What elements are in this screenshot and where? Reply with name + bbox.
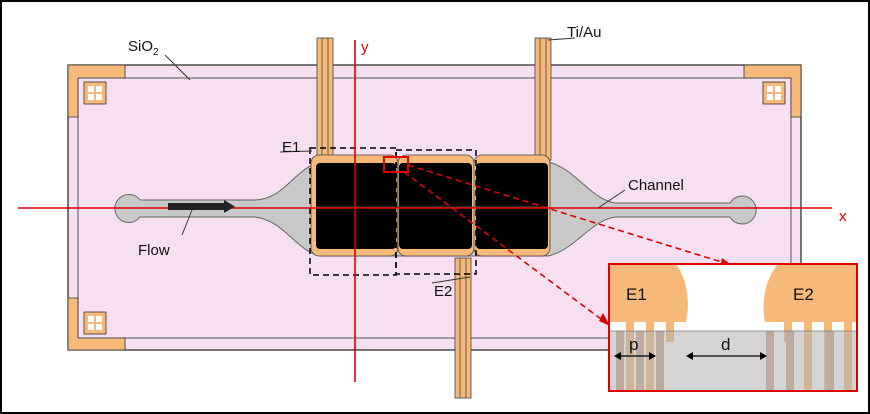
flow-arrow (168, 200, 235, 213)
e2-lead (454, 257, 472, 399)
e2-dashed-box (395, 149, 477, 275)
inset-e2-pad (763, 264, 857, 322)
alignment-mark-top-right (743, 64, 802, 118)
zoom-line-upper (407, 164, 729, 265)
inset-e1-pad (609, 264, 688, 322)
inset-p-label: p (629, 335, 638, 354)
e1-dashed-box (309, 147, 397, 276)
inset-e2-label: E2 (793, 285, 814, 304)
e2-label: E2 (434, 283, 452, 300)
zoom-line-lower (403, 171, 606, 323)
electrode-black-left (316, 163, 396, 249)
x-axis-label: x (839, 208, 847, 225)
inset-e1-label: E1 (626, 285, 647, 304)
sio2-label: SiO2 (128, 38, 159, 58)
inset-d-label: d (721, 335, 730, 354)
electrode-black-middle (399, 163, 472, 249)
zoom-inset: E1 E2 p d (608, 263, 858, 392)
alignment-mark-bottom-left (67, 297, 126, 351)
channel-label: Channel (628, 177, 684, 194)
e1-lead (316, 37, 334, 161)
zoom-marker (383, 156, 409, 173)
e1-label: E1 (282, 139, 300, 156)
flow-label: Flow (138, 242, 170, 259)
alignment-mark-top-left (67, 64, 126, 118)
y-axis-label: y (361, 39, 369, 56)
e3-lead (534, 37, 552, 161)
ti-au-label: Ti/Au (567, 24, 601, 41)
electrode-black-right (476, 163, 548, 249)
inset-channel (609, 331, 857, 391)
